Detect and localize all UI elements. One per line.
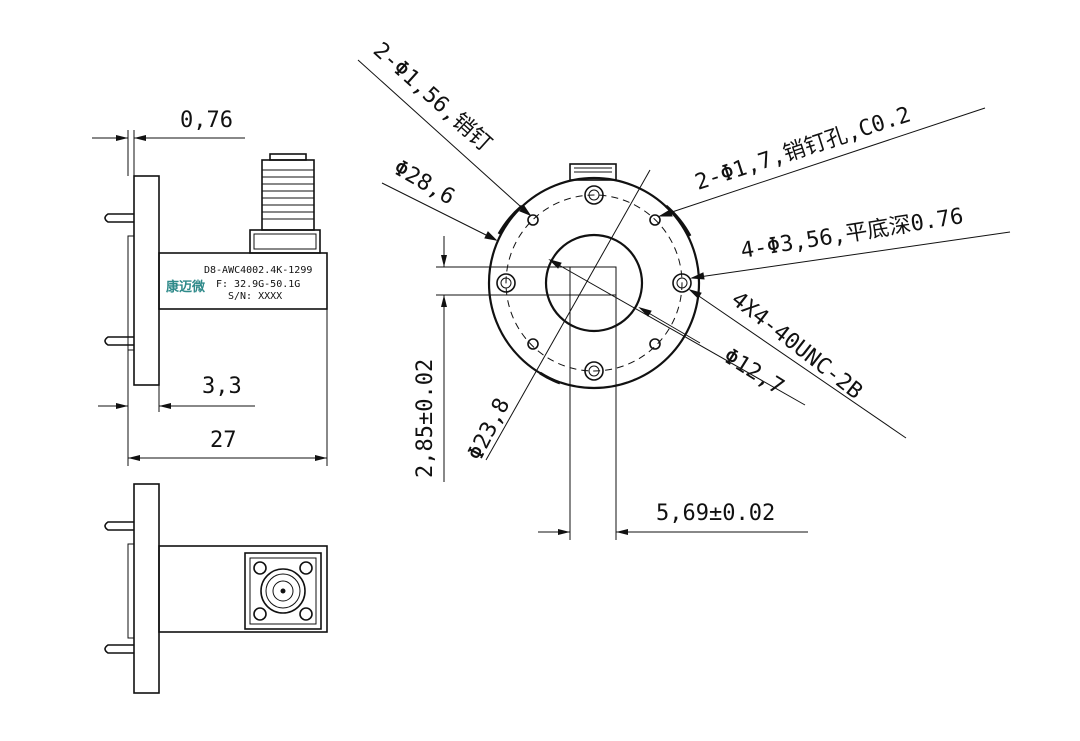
dim-offset-horizontal: 5,69±0.02 [538, 295, 808, 540]
svg-text:2,85±0.02: 2,85±0.02 [413, 359, 438, 478]
dim-step-depth: 3,3 [98, 350, 255, 412]
dim-outer-diameter: Φ28,6 [389, 156, 459, 211]
dim-bolt-circle: Φ23,8 [463, 394, 515, 464]
svg-text:5,69±0.02: 5,69±0.02 [656, 501, 775, 526]
label-brand: 康迈微 [166, 279, 206, 295]
callout-pin-hole-chamfer: 2-Φ1,7,销钉孔,C0.2 [692, 102, 914, 195]
label-model: D8-AWC4002.4K-1299 [204, 265, 312, 276]
callout-pin-holes: 2-Φ1,56,销钉 [368, 38, 496, 157]
pin-bottom [104, 336, 134, 346]
dim-overall-length: 27 [127, 309, 328, 466]
dim-inner-diameter: Φ12,7 [719, 344, 788, 400]
callout-thread: 4X4-40UNC-2B [726, 287, 867, 405]
label-frequency: F: 32.9G-50.1G [216, 279, 300, 290]
svg-text:27: 27 [210, 428, 237, 453]
dim-offset-vertical: 2,85±0.02 [413, 236, 570, 482]
leaders [357, 59, 1011, 461]
front-view: 2,85±0.02 Φ23,8 5,69±0.02 2-Φ1,56,销钉 Φ28… [357, 38, 1011, 540]
top-view [104, 483, 328, 694]
svg-text:3,3: 3,3 [202, 374, 242, 399]
dim-flange-thickness: 0,76 [92, 108, 245, 176]
pin-top [104, 213, 134, 223]
label-serial: S/N: XXXX [228, 291, 282, 302]
side-view: 康迈微 D8-AWC4002.4K-1299 F: 32.9G-50.1G S/… [92, 108, 328, 466]
svg-text:0,76: 0,76 [180, 108, 233, 133]
